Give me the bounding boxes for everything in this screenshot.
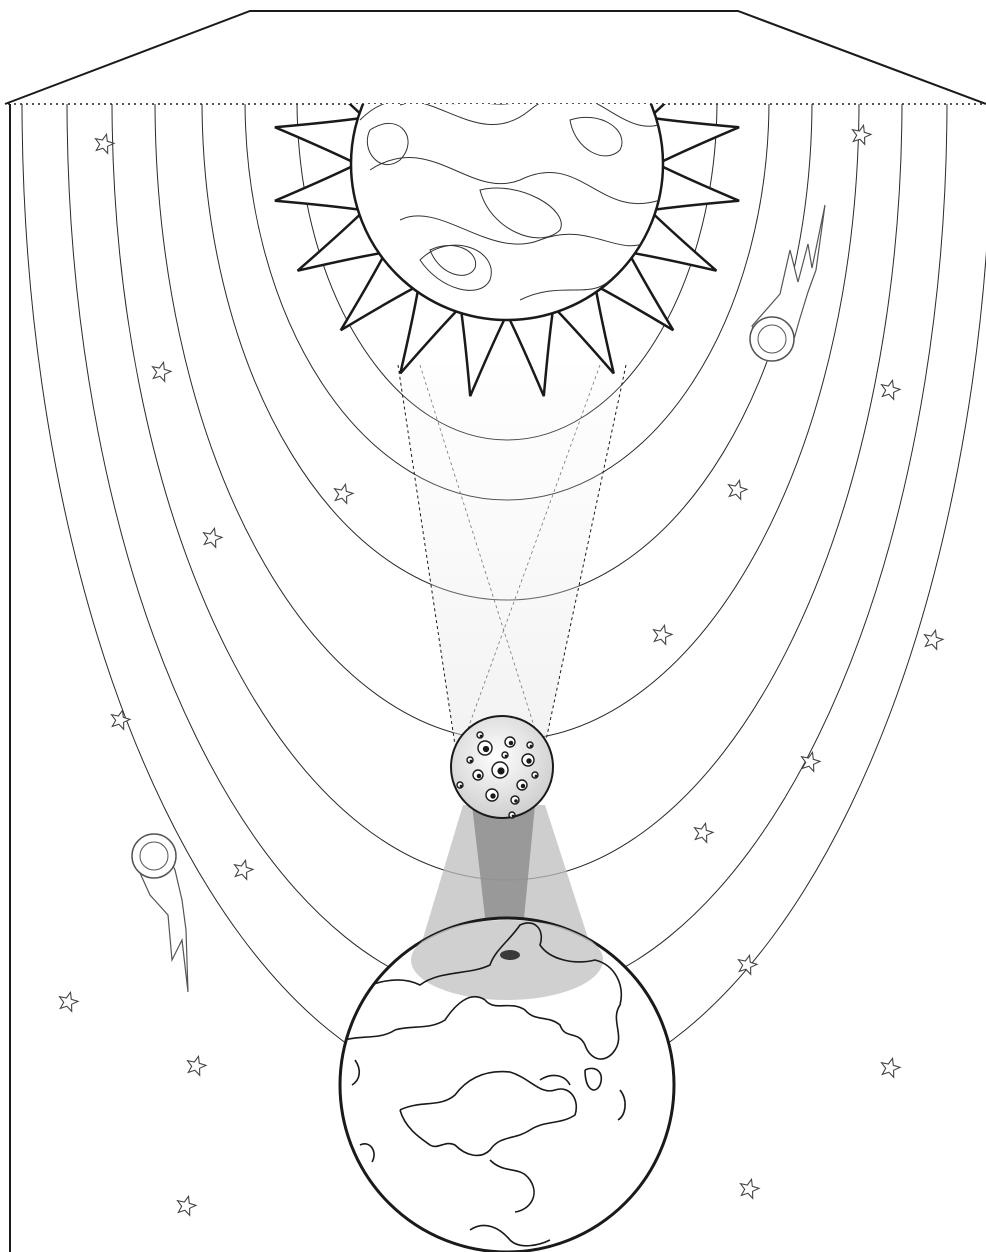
moon-crater-shadow [505, 755, 508, 758]
moon-crater-shadow [497, 767, 504, 774]
star-icon [235, 860, 254, 879]
moon-crater-shadow [530, 745, 533, 748]
moon-crater-shadow [535, 775, 538, 778]
moon-crater-shadow [509, 741, 514, 746]
moon [451, 716, 553, 818]
moon-crater-shadow [483, 746, 489, 752]
star-icon [178, 1196, 197, 1215]
star-icon [882, 1058, 901, 1077]
star-icon [925, 630, 944, 649]
sun [275, 0, 739, 396]
eclipse-shadow-spot [500, 950, 520, 960]
moon-crater-shadow [477, 774, 482, 779]
comet-bottom-left [132, 834, 188, 992]
moon-crater [467, 757, 473, 763]
star-icon [882, 380, 901, 399]
moon-crater-shadow [526, 758, 531, 763]
star-icon [741, 1179, 760, 1198]
moon-crater-shadow [512, 815, 515, 818]
star-icon [729, 480, 748, 499]
star-icon [853, 125, 872, 144]
star-icon [204, 528, 223, 547]
moon-crater-shadow [470, 760, 473, 763]
star-icon [153, 362, 172, 381]
star-icon [96, 134, 115, 153]
moon-crater [457, 782, 463, 788]
star-icon [188, 1056, 207, 1075]
moon-crater [532, 772, 538, 778]
star-icon [335, 484, 354, 503]
sunlight-beam [398, 365, 626, 745]
moon-crater-shadow [521, 784, 526, 789]
moon-crater-shadow [480, 735, 483, 738]
earth [340, 918, 674, 1252]
moon-crater-shadow [460, 785, 463, 788]
moon-crater-shadow [514, 799, 518, 803]
star-icon [112, 710, 131, 729]
moon-crater [477, 732, 483, 738]
comet-top-right [750, 205, 825, 361]
moon-crater [502, 752, 508, 758]
star-icon [695, 823, 714, 842]
moon-crater [527, 742, 533, 748]
star-icon [654, 625, 673, 644]
star-icon [739, 955, 758, 974]
star-icon [60, 992, 79, 1011]
moon-crater [509, 812, 515, 818]
star-icon [802, 752, 821, 771]
sun-disc [351, 8, 663, 320]
moon-crater-shadow [490, 793, 495, 798]
